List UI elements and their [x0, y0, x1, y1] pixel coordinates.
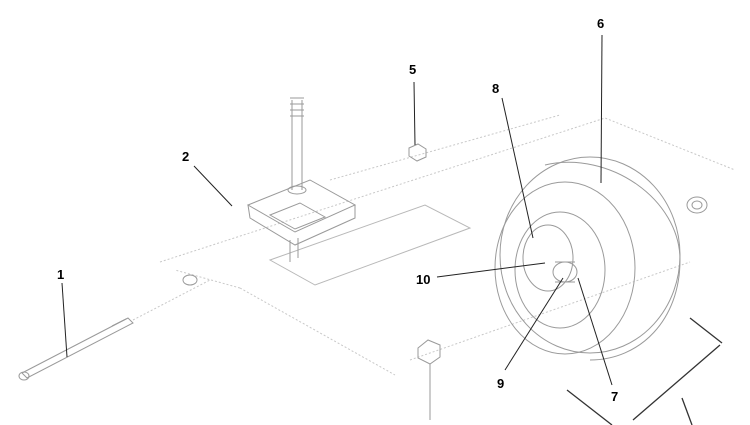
callout-6: 6: [597, 16, 604, 31]
leader-lines: [61, 34, 613, 386]
wheel-assembly: [494, 156, 681, 361]
leader-8: [501, 97, 534, 239]
frame-outline: [159, 114, 736, 376]
leader-6: [600, 34, 603, 184]
callout-labels: 1 2 5 6 7 8 9 10: [57, 16, 618, 404]
callout-9: 9: [497, 376, 504, 391]
callout-1: 1: [57, 267, 64, 282]
callout-5: 5: [409, 62, 416, 77]
nut-part: [408, 143, 427, 162]
callout-8: 8: [492, 81, 499, 96]
callout-10: 10: [416, 272, 430, 287]
lower-stud: [417, 339, 441, 420]
callout-2: 2: [182, 149, 189, 164]
mount-bracket: [246, 97, 357, 262]
leader-5: [413, 81, 416, 146]
leader-10: [436, 262, 546, 278]
shaft-part: [18, 279, 211, 381]
leader-1: [61, 282, 68, 358]
frame-bushing: [182, 196, 708, 286]
callout-7: 7: [611, 389, 618, 404]
leader-7: [577, 277, 613, 386]
leader-9: [504, 277, 564, 371]
leader-2: [193, 165, 233, 207]
support-bracket: [566, 317, 723, 425]
